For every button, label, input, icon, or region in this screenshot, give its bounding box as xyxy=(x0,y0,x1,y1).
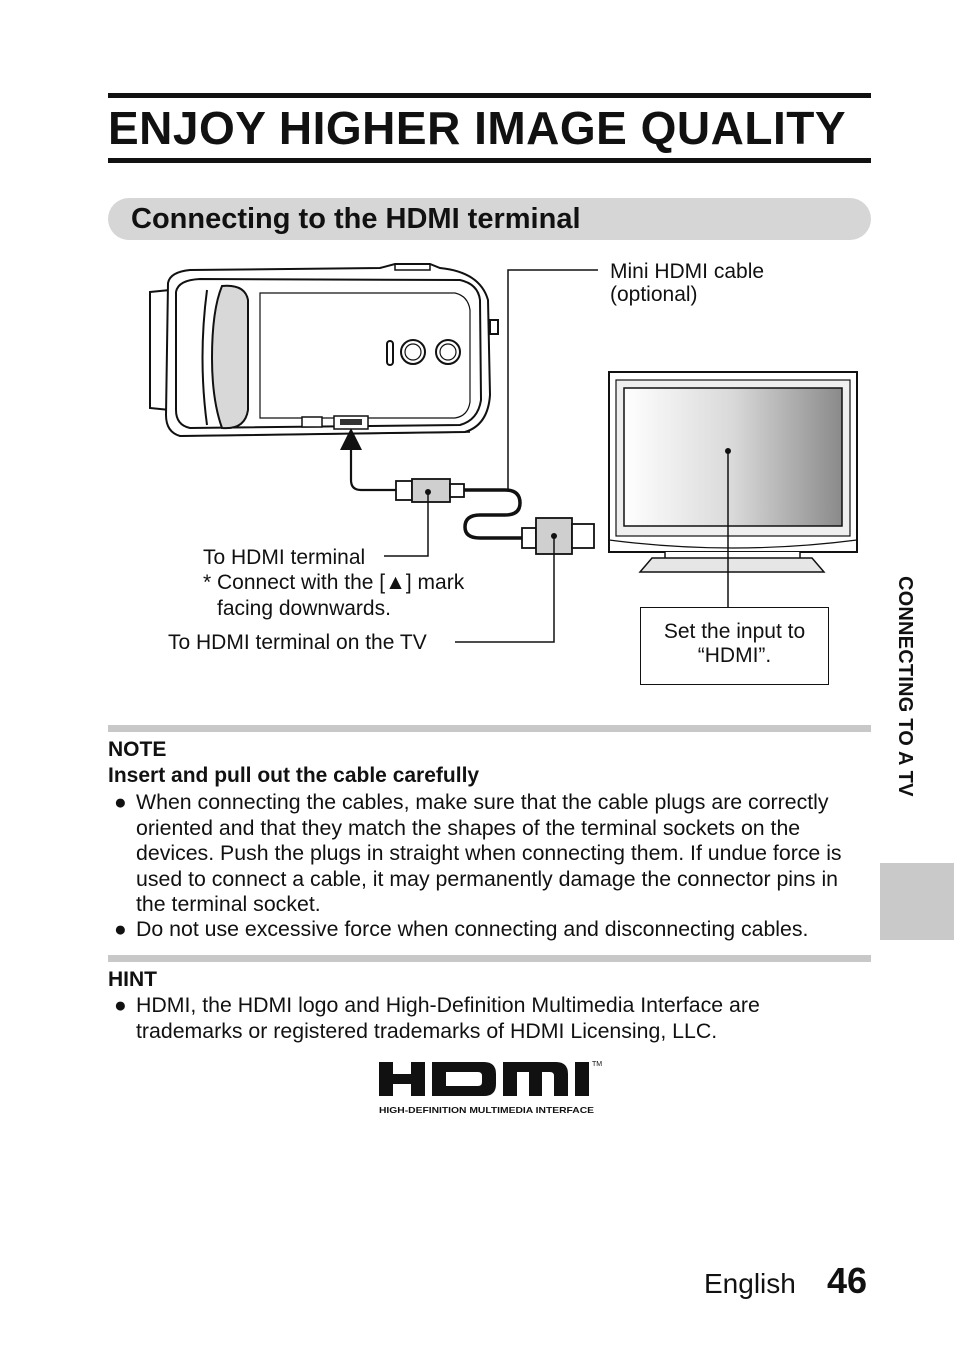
mini-hdmi-plug xyxy=(395,478,465,503)
footer-language: English xyxy=(704,1268,796,1299)
bullet-icon: ● xyxy=(114,918,127,941)
bullet-icon: ● xyxy=(114,994,127,1017)
tv-input-callout-box xyxy=(640,607,829,685)
hint-heading: HINT xyxy=(108,968,157,991)
title-rule-bottom xyxy=(108,158,871,163)
hdmi-logo-tagline: HIGH-DEFINITION MULTIMEDIA INTERFACE xyxy=(379,1105,595,1115)
cable-label-leader xyxy=(507,269,598,490)
tv-input-line2: “HDMI”. xyxy=(697,644,772,667)
hint-separator xyxy=(108,955,871,962)
hdmi-connection-diagram xyxy=(149,263,858,643)
title-rule-top xyxy=(108,93,871,98)
page-number: 46 xyxy=(827,1260,868,1301)
camera-terminal-note: * Connect with the [▲] mark xyxy=(203,571,465,594)
section-heading-bar xyxy=(108,198,871,240)
tv-terminal-leader xyxy=(455,536,555,643)
bullet-icon: ● xyxy=(114,791,127,814)
hint-bullet-1: HDMI, the HDMI logo and High-Definition … xyxy=(136,993,760,1043)
side-tab-label: CONNECTING TO A TV xyxy=(894,576,916,797)
tv-terminal-label: To HDMI terminal on the TV xyxy=(168,631,427,654)
camcorder-illustration xyxy=(149,263,499,438)
hdmi-logo-tm: TM xyxy=(592,1061,602,1068)
camera-terminal-note-cont: facing downwards. xyxy=(217,597,391,620)
tv-illustration xyxy=(608,371,858,608)
note-subheading: Insert and pull out the cable carefully xyxy=(108,764,480,787)
camera-terminal-label: To HDMI terminal xyxy=(203,546,366,569)
page-title: ENJOY HIGHER IMAGE QUALITY xyxy=(108,102,847,154)
tv-input-line1: Set the input to xyxy=(663,620,806,643)
hdmi-port-arrow-icon xyxy=(340,428,362,450)
cable-label-optional: (optional) xyxy=(610,283,698,306)
cable-label: Mini HDMI cable xyxy=(610,260,765,283)
side-tab-label-wrap: CONNECTING TO A TV xyxy=(874,576,934,866)
hdmi-plug xyxy=(521,517,595,555)
cable-coil xyxy=(463,488,522,540)
hdmi-logo-wordmark xyxy=(379,1062,589,1096)
camera-terminal-leader xyxy=(384,492,429,557)
tv-input-callout: Set the input to “HDMI”. xyxy=(640,620,829,668)
side-tab-marker xyxy=(880,863,954,940)
note-bullet-2: Do not use excessive force when connecti… xyxy=(136,917,809,941)
hdmi-logo: TM HIGH-DEFINITION MULTIMEDIA INTERFACE xyxy=(379,1061,602,1115)
note-heading: NOTE xyxy=(108,738,167,761)
section-title: Connecting to the HDMI terminal xyxy=(131,203,581,235)
note-separator xyxy=(108,725,871,732)
cable-segment xyxy=(349,450,398,492)
note-bullet-1: When connecting the cables, make sure th… xyxy=(136,790,842,916)
